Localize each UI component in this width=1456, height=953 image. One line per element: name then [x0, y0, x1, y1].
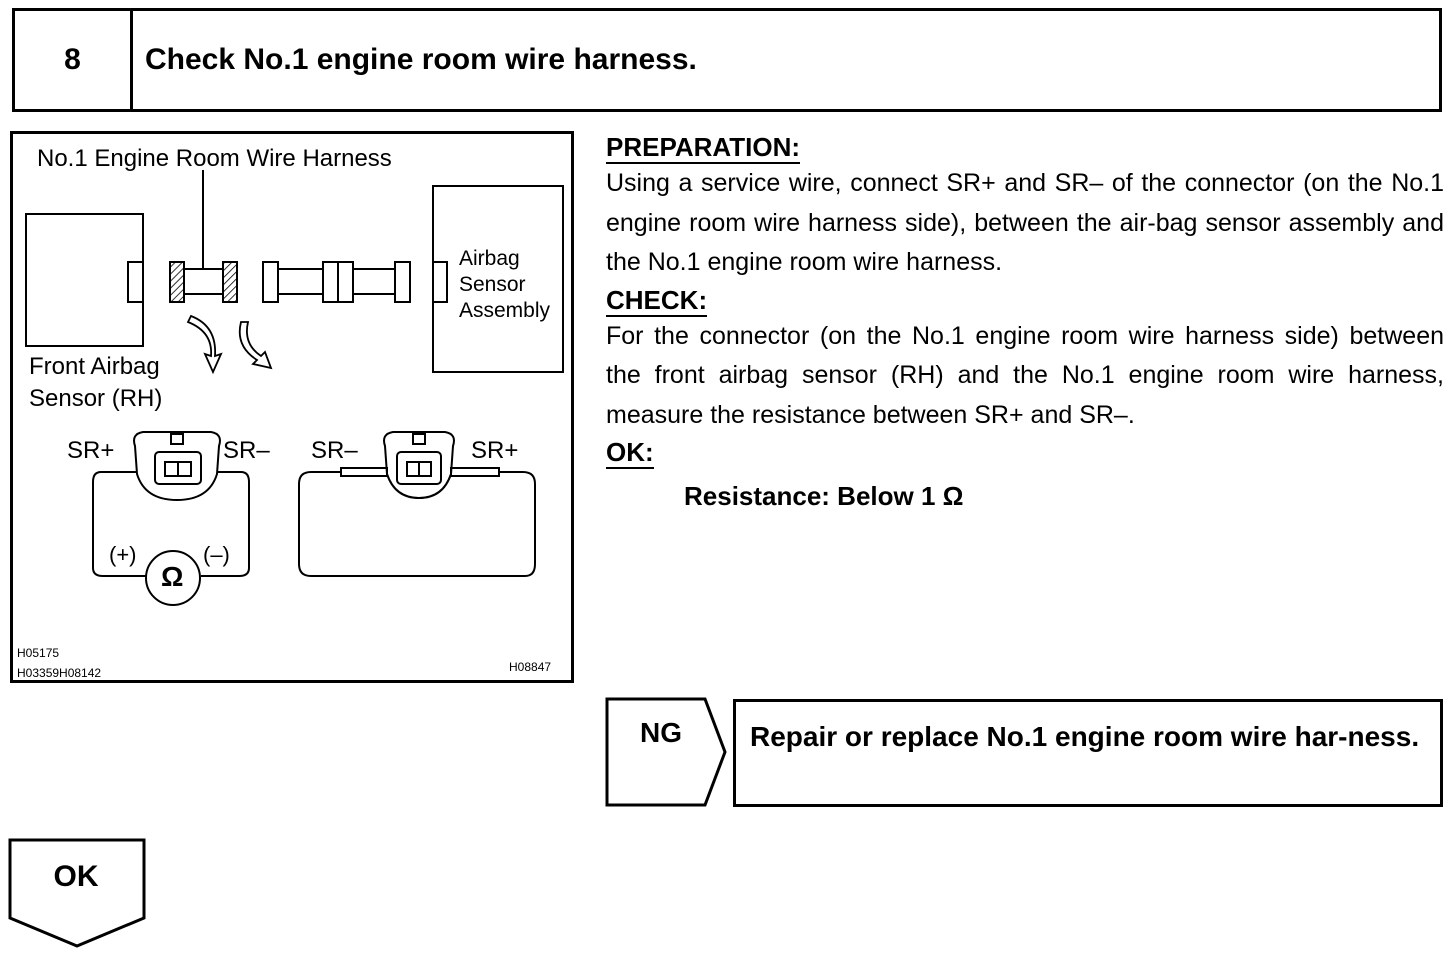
label-right-sr-minus: SR– [311, 437, 358, 464]
label-front-airbag-line2: Sensor (RH) [29, 385, 163, 412]
figure-code-3: H08847 [509, 660, 552, 674]
check-heading: CHECK: [606, 284, 708, 317]
check-text: For the connector (on the No.1 engine ro… [606, 321, 1444, 429]
label-meter-minus: (–) [203, 542, 230, 567]
step-header: 8 Check No.1 engine room wire harness. [12, 8, 1442, 112]
label-harness: No.1 Engine Room Wire Harness [37, 145, 392, 172]
wiring-figure: No.1 Engine Room Wire Harness Airbag Sen… [10, 131, 574, 683]
step-title: Check No.1 engine room wire harness. [145, 43, 697, 76]
ng-tag-shape [605, 697, 727, 807]
ohmmeter [145, 550, 201, 606]
figure-code-2: H03359H08142 [17, 666, 102, 680]
label-airbag-sensor-line3: Assembly [459, 299, 551, 322]
step-number: 8 [15, 11, 133, 109]
label-airbag-sensor-line2: Sensor [459, 273, 526, 296]
ohm-symbol: Ω [161, 561, 184, 592]
label-meter-plus: (+) [109, 542, 137, 567]
ng-action: Repair or replace No.1 engine room wire … [733, 699, 1443, 807]
label-left-sr-plus: SR+ [67, 437, 115, 464]
label-front-airbag-line1: Front Airbag [29, 353, 160, 380]
procedure-text: PREPARATION: Using a service wire, conne… [606, 130, 1444, 512]
label-airbag-sensor-line1: Airbag [459, 247, 520, 270]
label-left-sr-minus: SR– [223, 437, 270, 464]
preparation-heading: PREPARATION: [606, 132, 801, 164]
ng-label: NG [640, 717, 682, 748]
ng-tag: NG [605, 697, 727, 807]
ok-label: OK [53, 860, 99, 893]
label-right-sr-plus: SR+ [471, 437, 519, 464]
preparation-text: Using a service wire, connect SR+ and SR… [606, 169, 1444, 276]
harness-connector-left [169, 261, 185, 303]
figure-code-1: H05175 [17, 646, 60, 660]
wiring-diagram [25, 170, 564, 606]
ok-heading: OK: [606, 437, 654, 469]
ok-spec: Resistance: Below 1 Ω [684, 481, 964, 511]
ok-tag-shape [8, 838, 146, 948]
front-airbag-sensor-body [25, 213, 144, 347]
ok-tag: OK [8, 838, 148, 948]
harness-connector-right [222, 261, 238, 303]
